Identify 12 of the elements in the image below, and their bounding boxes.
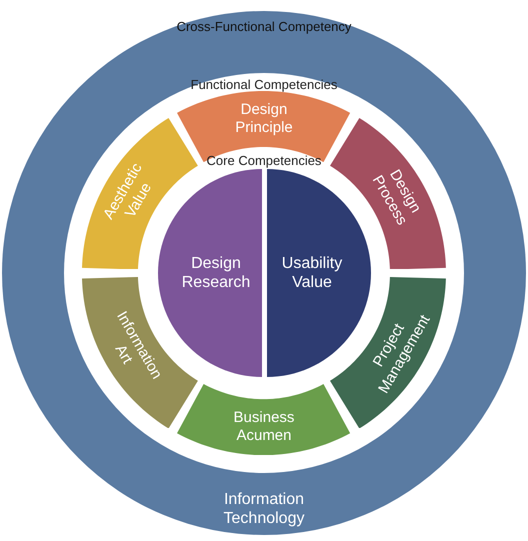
circle-title: Core Competencies (206, 153, 322, 169)
segment-label: Design Research (180, 254, 252, 292)
ring-title: Functional Competencies (190, 77, 338, 93)
segment-label: Business Acumen (232, 408, 296, 445)
ring-label: Information Technology (222, 490, 306, 528)
segment-label: Usability Value (280, 254, 344, 292)
ring-segment (177, 384, 351, 455)
outer-ring (2, 11, 526, 535)
ring-segment (330, 276, 446, 428)
ring-title: Cross-Functional Competency (176, 19, 352, 35)
inner-disc (64, 73, 464, 473)
segment-label: Design Principle (234, 101, 294, 137)
